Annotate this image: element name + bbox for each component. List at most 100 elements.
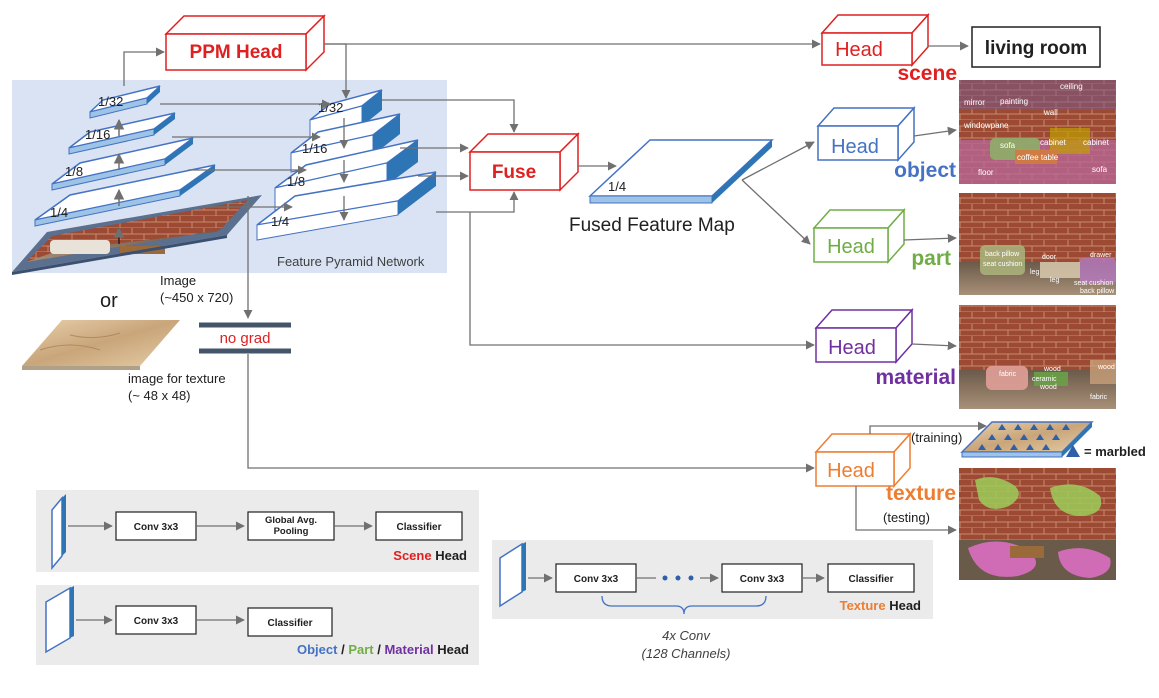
pyramid-right-label-1-32: 1/32 <box>318 100 343 115</box>
marbled-texture-grid <box>960 421 1094 458</box>
part-task-label: part <box>911 247 951 270</box>
part-label: seat cushion <box>983 261 1022 268</box>
texture-detail-step-classifier: Classifier <box>848 574 893 585</box>
object-label: cabinet <box>1040 138 1067 147</box>
texture-segmentation-image <box>959 468 1116 580</box>
part-label: door <box>1042 254 1057 261</box>
fused-caption: Fused Feature Map <box>569 215 735 236</box>
fpn-pyramid <box>256 89 437 241</box>
fpn-arrows <box>160 99 349 221</box>
arrow-texture-testing <box>855 486 957 535</box>
object-label: painting <box>1000 97 1028 106</box>
material-label: wood <box>1039 384 1057 391</box>
pyramid-left-label-1-32: 1/32 <box>98 94 123 109</box>
pyramid-right-label-1-8: 1/8 <box>287 174 305 189</box>
texture-input-caption-line1: image for texture <box>128 371 226 386</box>
texture-head-detail-panel <box>492 540 933 619</box>
input-image <box>12 195 262 275</box>
opm-detail-title: Object / Part / Material Head <box>297 642 469 657</box>
marbled-legend-label: = marbled <box>1084 444 1146 459</box>
texture-input-image <box>22 320 180 370</box>
scene-detail-step-conv: Conv 3x3 <box>134 522 179 533</box>
marbled-legend-icon <box>1066 445 1080 457</box>
object-label: coffee table <box>1017 153 1059 162</box>
texture-detail-brace-caption-1: 4x Conv <box>662 628 711 643</box>
part-label: leg <box>1030 269 1039 276</box>
material-task-label: material <box>875 366 956 389</box>
texture-detail-step-conv-2: Conv 3x3 <box>740 574 785 585</box>
material-segmentation-labels: fabric wood ceramic wood wood fabric <box>999 364 1115 401</box>
texture-detail-brace-caption-2: (128 Channels) <box>642 646 731 661</box>
object-segmentation-image <box>959 80 1116 184</box>
arrow-material-to-output <box>911 341 957 351</box>
object-head-label: Head <box>831 136 879 158</box>
material-segmentation-image <box>959 305 1116 409</box>
texture-detail-title: Texture Head <box>840 598 921 613</box>
backbone-pyramid <box>12 85 262 275</box>
material-label: wood <box>1097 364 1115 371</box>
texture-head-box <box>814 432 912 488</box>
scene-output-box <box>971 26 1101 68</box>
fused-to-heads-arrows <box>469 141 815 350</box>
opm-detail-step-classifier: Classifier <box>267 618 312 629</box>
material-head-label: Head <box>828 337 876 359</box>
object-label: wall <box>1043 108 1058 117</box>
object-label: windowpane <box>963 121 1009 130</box>
object-label: cabinet <box>1083 138 1110 147</box>
texture-detail-step-conv-1: Conv 3x3 <box>574 574 619 585</box>
fuse-label: Fuse <box>492 162 536 183</box>
part-label: back pillow <box>985 251 1020 258</box>
part-head-box <box>812 208 906 264</box>
nograd-label: no grad <box>220 330 271 347</box>
fused-feature-map <box>588 139 774 204</box>
fuse-box <box>468 132 580 192</box>
part-label: drawer <box>1090 252 1112 259</box>
part-head-label: Head <box>827 236 875 258</box>
material-label: ceramic <box>1032 376 1057 383</box>
object-head-box <box>816 106 916 162</box>
training-label: (training) <box>911 430 962 445</box>
object-label: sofa <box>1000 141 1016 150</box>
material-head-box <box>814 308 914 364</box>
ppm-head-box <box>164 14 326 72</box>
part-label: leg <box>1050 277 1059 284</box>
image-caption-line2: (~450 x 720) <box>160 290 233 305</box>
scene-head-detail-panel <box>36 490 479 572</box>
part-label: seat cushion <box>1074 280 1113 287</box>
opm-detail-step-conv: Conv 3x3 <box>134 616 179 627</box>
arrow-part-to-output <box>903 233 957 243</box>
scene-task-label: scene <box>897 62 957 85</box>
pyramid-left-label-1-4: 1/4 <box>50 205 68 220</box>
fpn-caption: Feature Pyramid Network <box>277 254 425 269</box>
texture-head-label: Head <box>827 460 875 482</box>
material-label: fabric <box>1090 394 1108 401</box>
object-label: sofa <box>1092 165 1108 174</box>
object-label: floor <box>978 168 994 177</box>
image-caption-line1: Image <box>160 273 196 288</box>
scene-detail-step-gap: Global Avg. Pooling <box>264 515 318 537</box>
part-label: back pillow <box>1080 288 1115 295</box>
object-label: ceiling <box>1060 82 1083 91</box>
object-task-label: object <box>894 159 956 182</box>
fuse-arrows <box>382 99 617 213</box>
arrow-texture-training <box>869 421 987 434</box>
scene-head-box <box>820 13 930 67</box>
pyramid-left-label-1-16: 1/16 <box>85 127 110 142</box>
arrow-object-to-output <box>913 126 957 137</box>
pyramid-right-label-1-4: 1/4 <box>271 214 289 229</box>
scene-detail-step-classifier: Classifier <box>396 522 441 533</box>
object-segmentation-labels: mirror painting ceiling wall windowpane … <box>963 82 1110 177</box>
part-segmentation-labels: back pillow door seat cushion drawer leg… <box>983 251 1115 295</box>
texture-input-caption-line2: (~ 48 x 48) <box>128 388 191 403</box>
testing-label: (testing) <box>883 510 930 525</box>
pyramid-right-label-1-16: 1/16 <box>302 141 327 156</box>
scene-detail-title: Scene Head <box>393 548 467 563</box>
fused-scale-label: 1/4 <box>608 179 626 194</box>
scene-head-label: Head <box>835 39 883 61</box>
arrow-backbone-to-ppm <box>123 47 165 86</box>
opm-head-detail-panel <box>36 585 479 665</box>
pyramid-left-label-1-8: 1/8 <box>65 164 83 179</box>
arrow-nograd-to-texture-head <box>247 354 815 473</box>
material-label: fabric <box>999 371 1017 378</box>
